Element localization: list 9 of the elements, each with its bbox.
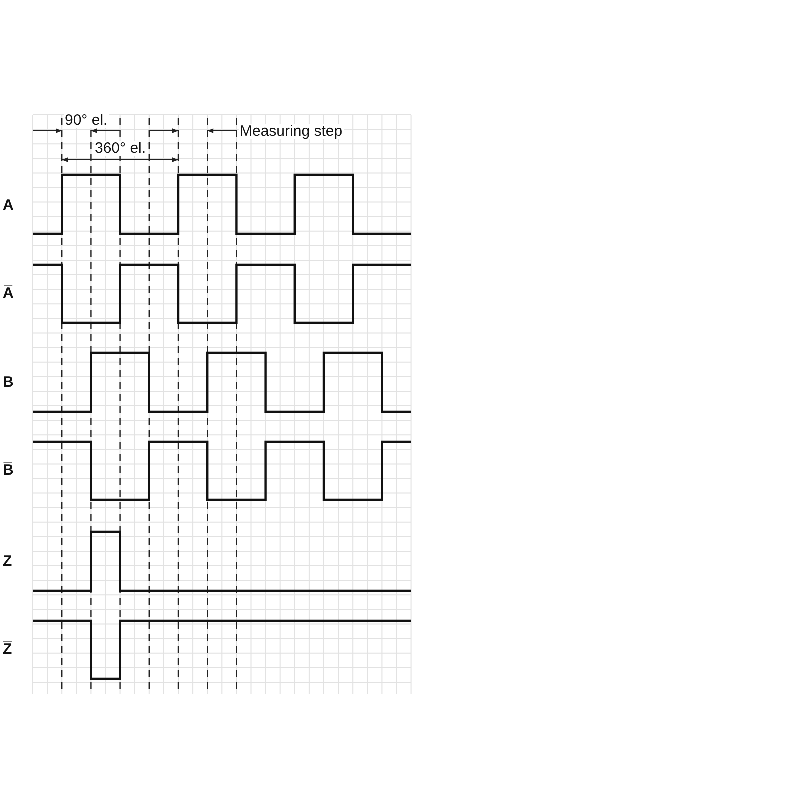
signal-label: Z [2, 554, 14, 569]
angle-label: 90° el. [64, 113, 109, 128]
signal-label: B̅ [2, 463, 15, 478]
signal-label: B [2, 375, 15, 390]
signal-label: Z̅ [2, 642, 14, 657]
annotation-label: Measuring step [239, 124, 344, 139]
angle-label: 360° el. [94, 141, 148, 156]
signal-label: A [2, 198, 15, 213]
signal-label: A̅ [2, 286, 15, 301]
